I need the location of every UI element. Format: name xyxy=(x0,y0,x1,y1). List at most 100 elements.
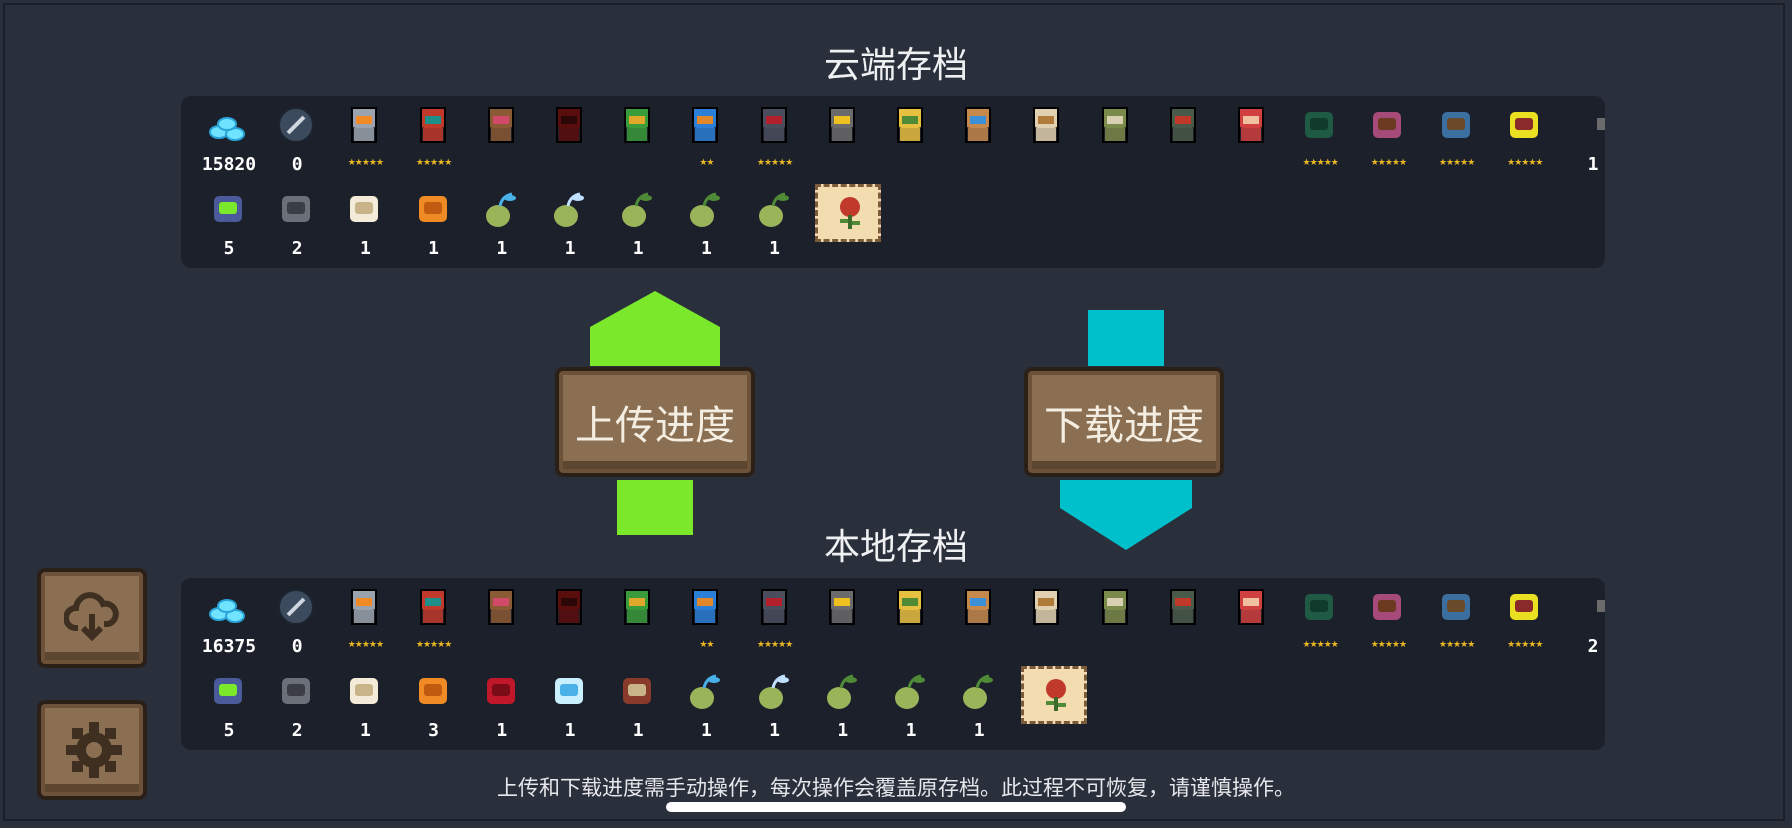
upload-progress-button[interactable]: 上传进度 xyxy=(555,367,755,477)
star-rating: ★★★★★ xyxy=(415,158,452,168)
ore-icon xyxy=(282,678,311,704)
inventory-slot xyxy=(468,100,536,180)
inventory-slot: 1 xyxy=(468,666,536,746)
seed-bag-icon xyxy=(350,196,379,222)
cloud-save-panel: 15820 0 ★★★★★ ★★★★★ xyxy=(181,96,1605,268)
feather-coin-icon xyxy=(278,589,315,625)
vampire-hero-icon xyxy=(760,107,787,143)
inventory-slot: 0 xyxy=(263,100,331,180)
robot-hero-icon xyxy=(692,107,719,143)
sprout-leaf-icon xyxy=(690,192,721,227)
inventory-slot: 15820 xyxy=(195,100,263,180)
star-rating: ★★ xyxy=(699,158,714,168)
download-progress-button[interactable]: 下载进度 xyxy=(1024,367,1224,477)
item-count: 2 xyxy=(291,238,303,259)
sprout-leaf-icon xyxy=(622,192,653,227)
inventory-slot: ★★★★★ xyxy=(331,582,399,662)
inventory-slot xyxy=(1082,100,1150,180)
item-count: 1 xyxy=(359,238,371,259)
inventory-slot: 1 xyxy=(741,184,809,264)
star-rating: ★★★★★ xyxy=(1507,640,1543,650)
inventory-slot: ★★ xyxy=(672,100,740,180)
knight-hero-icon xyxy=(351,107,378,143)
rogue-hero-icon xyxy=(419,589,446,625)
sprout-blue-icon xyxy=(690,674,721,709)
item-count: 15820 xyxy=(201,154,257,175)
home-indicator[interactable] xyxy=(666,802,1126,812)
priest-hero-icon xyxy=(1033,107,1060,143)
druid-hero-icon xyxy=(1101,589,1128,625)
trophy-plaque-icon xyxy=(815,184,881,242)
inventory-slot xyxy=(945,582,1013,662)
inventory-slot xyxy=(1218,582,1286,662)
star-rating: ★★★★★ xyxy=(1370,640,1407,650)
vampire-hero-icon xyxy=(760,589,787,625)
druid-hero-icon xyxy=(1101,107,1128,143)
robot-hero-icon xyxy=(692,589,719,625)
wizard-hero-icon xyxy=(487,107,514,143)
inventory-slot xyxy=(809,100,877,180)
battery-icon xyxy=(214,678,242,704)
item-count: 1 xyxy=(837,720,849,741)
berserker-hero-icon xyxy=(1238,107,1264,143)
gear-icon xyxy=(66,722,122,778)
star-rating: ★★★★★ xyxy=(1302,640,1339,650)
star-rating: ★★★★★ xyxy=(347,640,384,650)
item-count: 1 xyxy=(359,720,371,741)
partial-item-icon xyxy=(1597,118,1605,130)
inventory-slot xyxy=(1082,582,1150,662)
star-rating: ★★★★★ xyxy=(1507,158,1543,168)
inventory-slot: 16375 xyxy=(195,582,263,662)
item-count: 1 xyxy=(769,720,781,741)
bookshelf-icon xyxy=(1373,112,1402,138)
inventory-slot: ★★★★★ xyxy=(1286,100,1354,180)
inventory-slot: 5 xyxy=(195,184,263,264)
inventory-slot: ★★★★★ xyxy=(400,100,468,180)
inventory-slot: ★★★★★ xyxy=(331,100,399,180)
rogue-hero-icon xyxy=(419,107,446,143)
inventory-slot: 1 xyxy=(604,184,672,264)
gem-pile-icon xyxy=(209,599,245,623)
star-rating: ★★★★★ xyxy=(756,158,793,168)
berserker-hero-icon xyxy=(1238,589,1264,625)
inventory-slot: 1 xyxy=(400,184,468,264)
green-chest-icon xyxy=(1305,594,1334,620)
settings-button[interactable] xyxy=(37,700,147,800)
star-rating: ★★★★★ xyxy=(415,640,452,650)
warning-notice: 上传和下载进度需手动操作，每次操作会覆盖原存档。此过程不可恢复，请谨慎操作。 xyxy=(497,776,1295,800)
inventory-slot xyxy=(468,582,536,662)
inventory-slot xyxy=(945,100,1013,180)
small-machine-icon xyxy=(623,678,652,704)
local-save-title: 本地存档 xyxy=(823,527,968,568)
item-count: 1 xyxy=(905,720,917,741)
priest-hero-icon xyxy=(1033,589,1060,625)
star-rating: ★★★★★ xyxy=(347,158,384,168)
inventory-slot: 2 xyxy=(263,666,331,746)
inventory-slot: ★★★★★ xyxy=(1423,582,1491,662)
cloud-download-icon xyxy=(64,592,119,642)
ice-crystal-icon xyxy=(555,678,583,704)
item-count: 1 xyxy=(1587,154,1599,175)
ore-icon xyxy=(282,196,311,222)
inventory-slot: ★★★★★ xyxy=(1354,582,1422,662)
green-chest-icon xyxy=(1305,112,1334,138)
inventory-slot xyxy=(604,582,672,662)
inventory-slot xyxy=(1150,100,1218,180)
inventory-slot: ★★★★★ xyxy=(741,582,809,662)
inventory-slot: 1 xyxy=(536,666,604,746)
item-count: 1 xyxy=(564,720,576,741)
item-count: 2 xyxy=(291,720,303,741)
inventory-slot: ★★★★★ xyxy=(1491,582,1559,662)
inventory-slot xyxy=(1218,100,1286,180)
sprout-sparkle-icon xyxy=(758,674,789,709)
item-count: 1 xyxy=(496,720,508,741)
assassin-hero-icon xyxy=(556,107,582,143)
gem-pile-icon xyxy=(209,117,245,141)
inventory-slot: 1 xyxy=(672,666,740,746)
inventory-slot: ★★★★★ xyxy=(741,100,809,180)
upload-arrow-tail-icon xyxy=(617,480,693,535)
paladin-hero-icon xyxy=(828,107,855,143)
cloud-save-title: 云端存档 xyxy=(823,45,968,86)
cloud-sync-button[interactable] xyxy=(37,568,147,668)
item-count: 1 xyxy=(632,720,644,741)
